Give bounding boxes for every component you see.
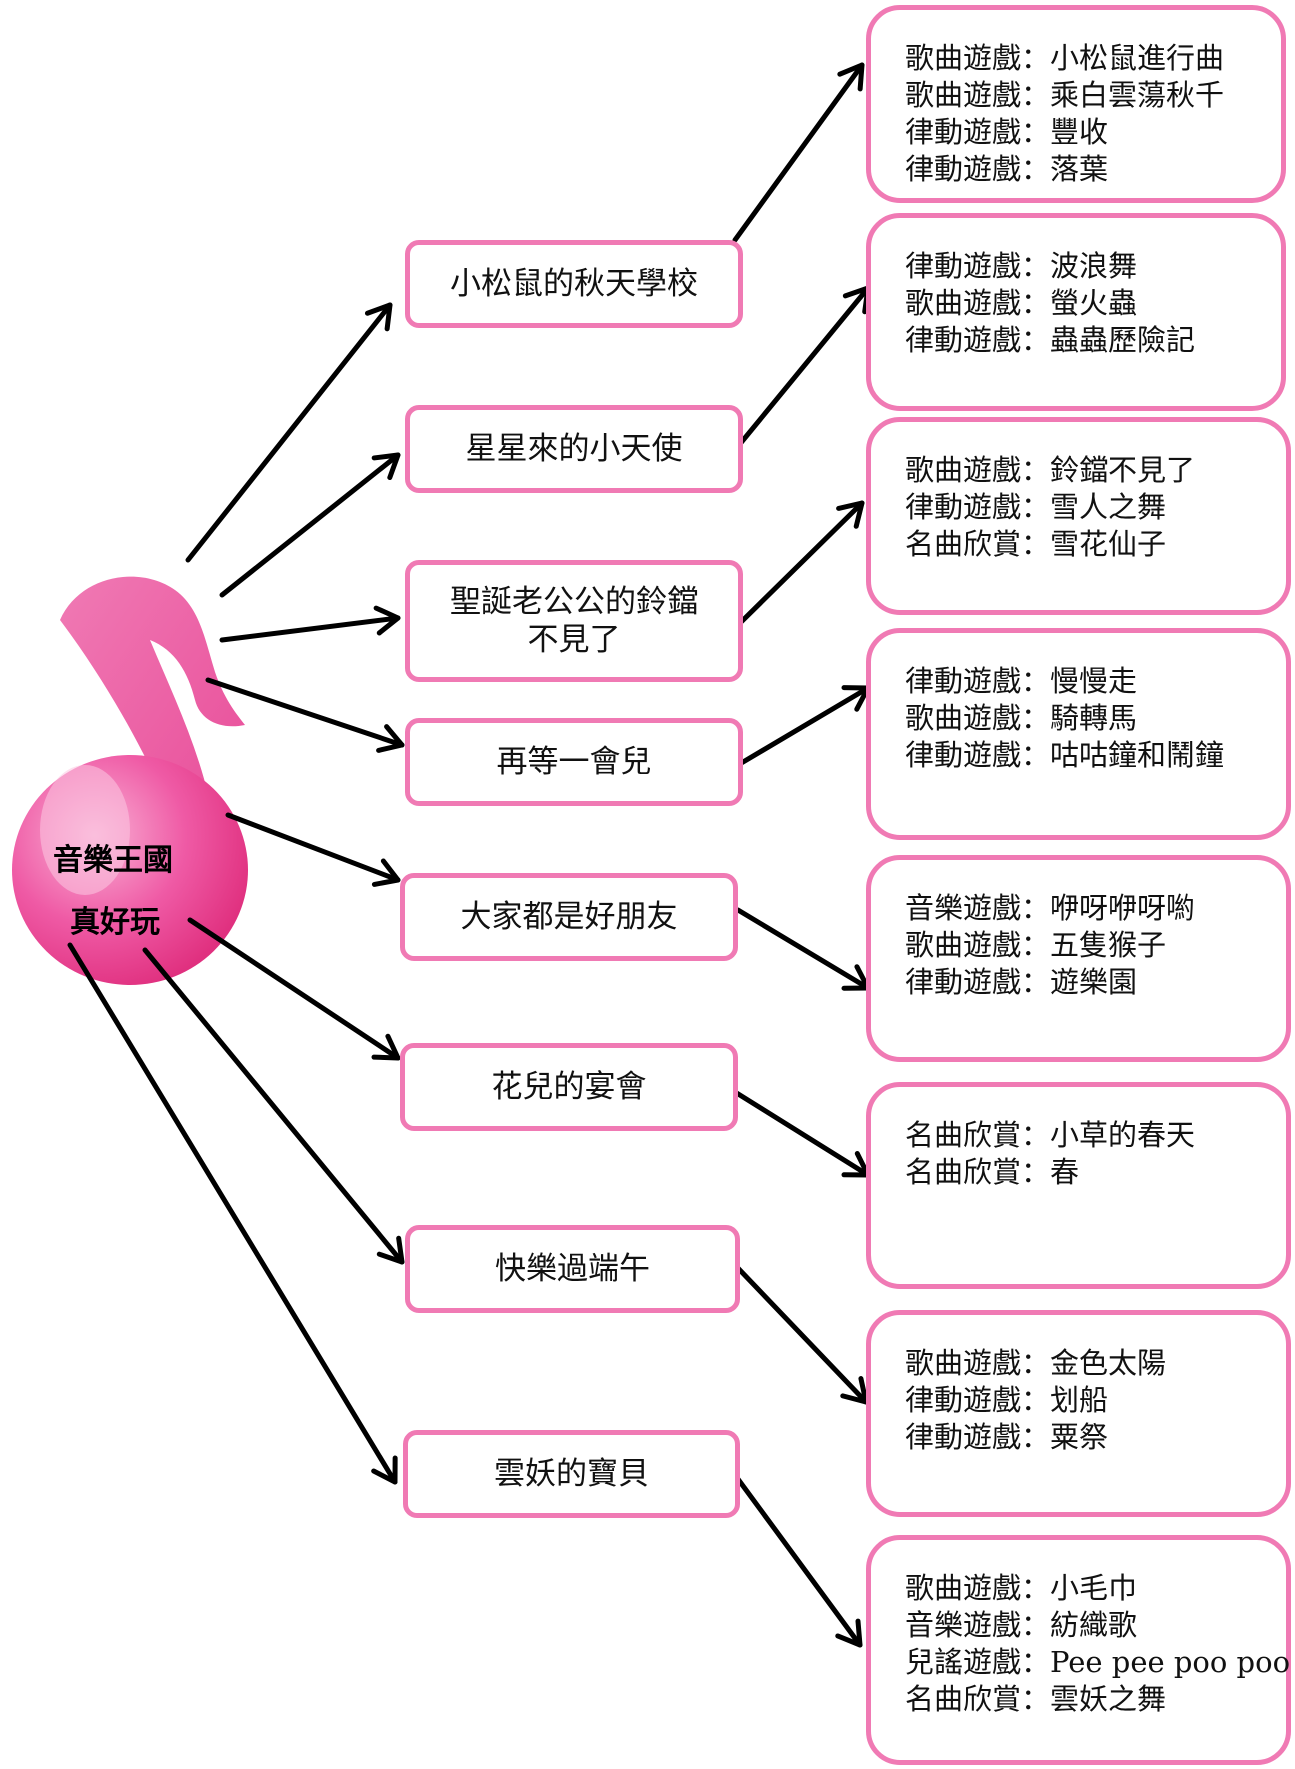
activity-item: 律動遊戲：粟祭 xyxy=(905,1420,1109,1454)
activity-item: 歌曲遊戲：乘白雲蕩秋千 xyxy=(905,78,1225,112)
activity-item: 律動遊戲：慢慢走 xyxy=(905,664,1138,698)
activity-item: 律動遊戲：划船 xyxy=(905,1383,1109,1417)
arrow-unit-to-activities-4 xyxy=(735,685,871,768)
unit-box: 小松鼠的秋天學校 xyxy=(405,240,743,328)
activity-item: 歌曲遊戲：騎轉馬 xyxy=(905,701,1138,735)
unit-title: 大家都是好朋友 xyxy=(460,899,678,935)
activity-item: 兒謠遊戲：Pee pee poo poo xyxy=(905,1645,1291,1679)
activity-item: 歌曲遊戲：金色太陽 xyxy=(905,1346,1167,1380)
arrow-unit-to-activities-1 xyxy=(732,62,865,243)
activity-item: 律動遊戲：波浪舞 xyxy=(905,249,1138,283)
activity-item: 歌曲遊戲：五隻猴子 xyxy=(905,928,1167,962)
arrow-unit-to-activities-7 xyxy=(732,1262,869,1405)
activity-item: 律動遊戲：落葉 xyxy=(905,152,1109,186)
arrow-center-to-unit-5 xyxy=(225,812,401,887)
activity-item: 歌曲遊戲：小松鼠進行曲 xyxy=(905,41,1225,75)
activity-box: 律動遊戲：慢慢走歌曲遊戲：騎轉馬律動遊戲：咕咕鐘和鬧鐘 xyxy=(866,628,1291,840)
activity-item: 音樂遊戲：紡織歌 xyxy=(905,1608,1138,1642)
activity-box: 名曲欣賞：小草的春天名曲欣賞：春 xyxy=(866,1082,1291,1289)
unit-title: 快樂過端午 xyxy=(495,1251,650,1287)
activity-item: 歌曲遊戲：小毛巾 xyxy=(905,1571,1138,1605)
activity-box: 音樂遊戲：咿呀咿呀喲歌曲遊戲：五隻猴子律動遊戲：遊樂園 xyxy=(866,855,1291,1062)
arrow-center-to-unit-3 xyxy=(219,605,401,643)
activity-box: 律動遊戲：波浪舞歌曲遊戲：螢火蟲律動遊戲：蟲蟲歷險記 xyxy=(866,213,1286,411)
center-title-line2: 真好玩 xyxy=(70,905,160,940)
arrow-group xyxy=(67,62,871,1648)
arrow-center-to-unit-6 xyxy=(187,917,401,1061)
unit-title: 聖誕老公公的鈴鐺 xyxy=(450,584,698,620)
activity-item: 律動遊戲：咕咕鐘和鬧鐘 xyxy=(905,738,1225,772)
activity-item: 歌曲遊戲：螢火蟲 xyxy=(905,286,1138,320)
arrow-center-to-unit-8 xyxy=(67,942,398,1485)
activity-item: 律動遊戲：蟲蟲歷險記 xyxy=(905,323,1196,357)
unit-title: 花兒的宴會 xyxy=(491,1069,647,1105)
activity-box: 歌曲遊戲：鈴鐺不見了律動遊戲：雪人之舞名曲欣賞：雪花仙子 xyxy=(866,417,1291,615)
arrow-center-to-unit-7 xyxy=(142,947,405,1265)
unit-box: 花兒的宴會 xyxy=(400,1043,738,1131)
activity-item: 歌曲遊戲：鈴鐺不見了 xyxy=(905,453,1196,487)
arrow-unit-to-activities-3 xyxy=(732,500,865,631)
arrow-unit-to-activities-8 xyxy=(732,1472,863,1648)
activity-item: 律動遊戲：遊樂園 xyxy=(905,965,1138,999)
activity-item: 律動遊戲：雪人之舞 xyxy=(905,490,1167,524)
unit-box: 雲妖的寶貝 xyxy=(403,1430,740,1518)
music-note-icon xyxy=(12,576,248,985)
unit-title: 雲妖的寶貝 xyxy=(494,1456,649,1492)
arrow-unit-to-activities-5 xyxy=(735,907,871,991)
activity-item: 律動遊戲：豐收 xyxy=(905,115,1109,149)
unit-title: 小松鼠的秋天學校 xyxy=(450,266,698,302)
arrow-center-to-unit-2 xyxy=(219,452,401,598)
arrow-center-to-unit-4 xyxy=(205,677,405,753)
activity-box: 歌曲遊戲：小松鼠進行曲歌曲遊戲：乘白雲蕩秋千律動遊戲：豐收律動遊戲：落葉 xyxy=(866,5,1286,203)
arrow-unit-to-activities-6 xyxy=(732,1089,871,1178)
unit-box: 聖誕老公公的鈴鐺不見了 xyxy=(405,560,743,682)
unit-title: 再等一會兒 xyxy=(496,744,652,780)
unit-box: 大家都是好朋友 xyxy=(400,873,738,961)
center-title-line1: 音樂王國 xyxy=(53,843,173,878)
unit-title: 不見了 xyxy=(527,622,621,658)
unit-title: 星星來的小天使 xyxy=(465,431,683,467)
arrow-unit-to-activities-2 xyxy=(732,285,871,453)
unit-box: 星星來的小天使 xyxy=(405,405,743,493)
activity-item: 名曲欣賞：春 xyxy=(905,1155,1080,1189)
activity-item: 名曲欣賞：小草的春天 xyxy=(905,1118,1196,1152)
unit-box: 再等一會兒 xyxy=(405,718,743,806)
arrow-center-to-unit-1 xyxy=(185,302,393,563)
activity-box: 歌曲遊戲：金色太陽律動遊戲：划船律動遊戲：粟祭 xyxy=(866,1310,1291,1517)
activity-item: 音樂遊戲：咿呀咿呀喲 xyxy=(905,891,1196,925)
unit-box: 快樂過端午 xyxy=(405,1225,740,1313)
activity-item: 名曲欣賞：雪花仙子 xyxy=(905,527,1167,561)
activity-item: 名曲欣賞：雲妖之舞 xyxy=(905,1682,1167,1716)
